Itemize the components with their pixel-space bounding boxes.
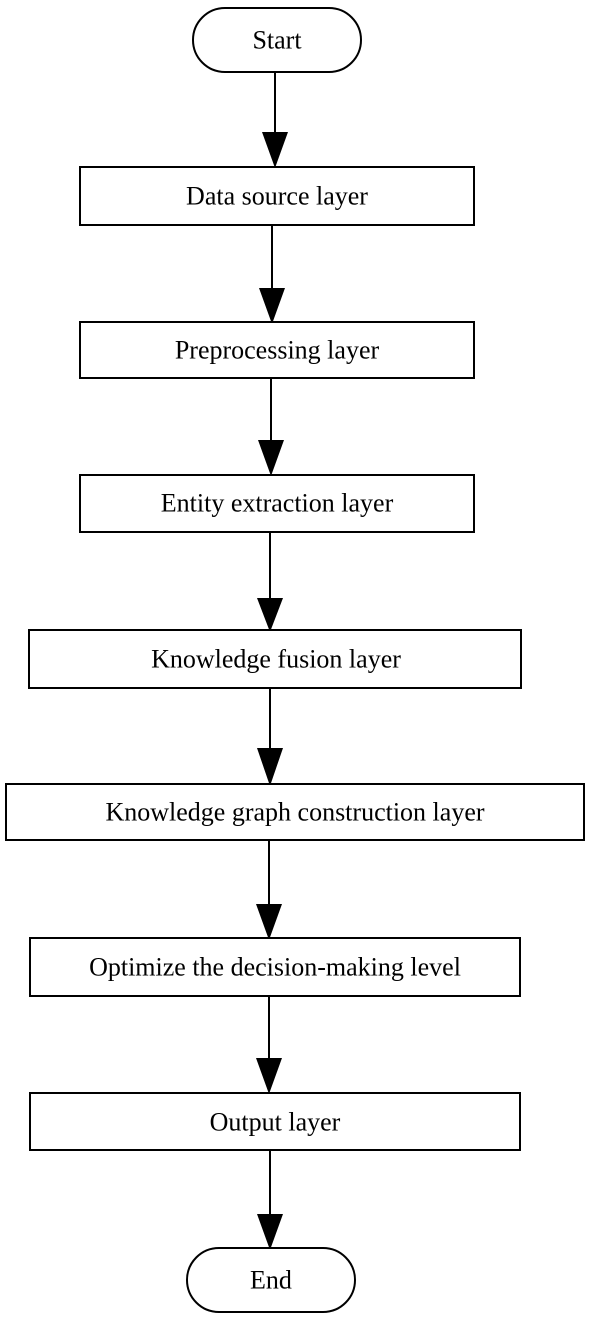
step-optimize-decision-making-level: Optimize the decision-making level <box>29 937 521 997</box>
start-terminal: Start <box>192 7 362 73</box>
arrow-start-to-data-source <box>262 72 288 168</box>
arrow-graph-construction-to-optimize-decision <box>256 840 282 940</box>
end-terminal: End <box>186 1247 356 1313</box>
step-knowledge-fusion-layer: Knowledge fusion layer <box>28 629 522 689</box>
step-label: Data source layer <box>186 182 368 211</box>
step-label: Optimize the decision-making level <box>89 953 461 982</box>
arrow-output-to-end <box>257 1150 283 1250</box>
arrow-preprocessing-to-entity-extraction <box>258 378 284 476</box>
step-knowledge-graph-construction-layer: Knowledge graph construction layer <box>5 783 585 841</box>
step-data-source-layer: Data source layer <box>79 166 475 226</box>
step-output-layer: Output layer <box>29 1092 521 1151</box>
arrow-knowledge-fusion-to-graph-construction <box>257 688 283 786</box>
arrow-optimize-decision-to-output <box>256 996 282 1094</box>
arrow-data-source-to-preprocessing <box>259 225 285 324</box>
step-label: Entity extraction layer <box>161 489 394 518</box>
step-label: Preprocessing layer <box>175 336 380 365</box>
step-label: Output layer <box>210 1108 341 1137</box>
end-label: End <box>250 1266 292 1295</box>
step-preprocessing-layer: Preprocessing layer <box>79 321 475 379</box>
start-label: Start <box>252 26 302 55</box>
step-label: Knowledge fusion layer <box>151 645 401 674</box>
step-entity-extraction-layer: Entity extraction layer <box>79 474 475 533</box>
arrow-entity-extraction-to-knowledge-fusion <box>257 532 283 632</box>
step-label: Knowledge graph construction layer <box>105 798 484 827</box>
